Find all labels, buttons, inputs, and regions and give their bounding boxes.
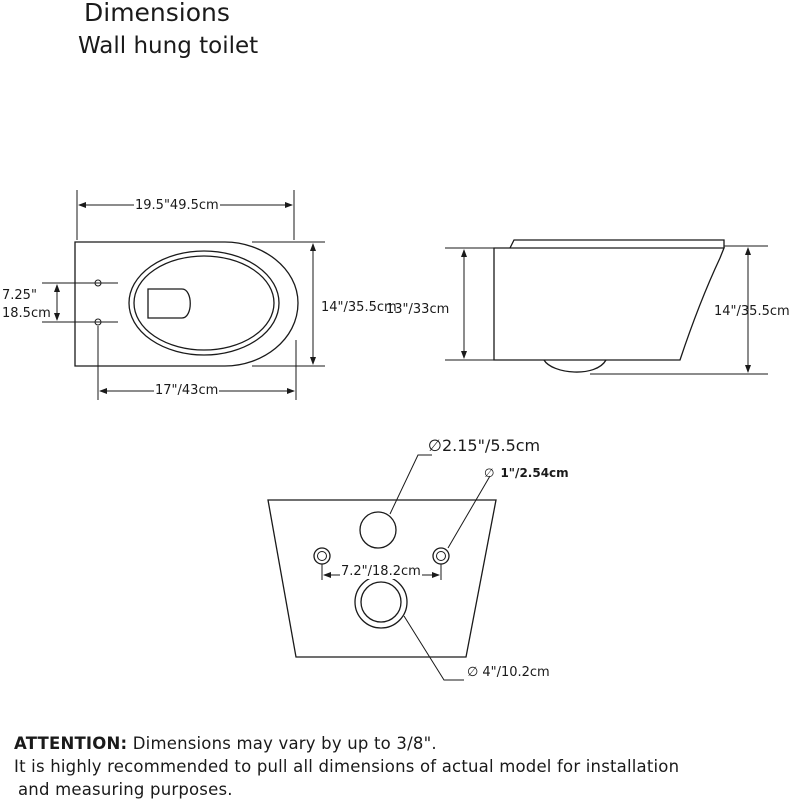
bolt-hole-left-inner (317, 551, 327, 561)
overall-length-label: 19.5"49.5cm (134, 198, 220, 213)
side-view-drawing (445, 239, 768, 375)
outlet-leader-line (403, 615, 464, 681)
bowl-length-label: 17"/43cm (154, 383, 220, 398)
bolt-spacing-cm-label: 18.5cm (2, 306, 51, 321)
toilet-side-body (493, 247, 725, 361)
rear-height-label: 14"/35.5cm (714, 304, 790, 319)
water-inlet-diameter-label: ∅2.15"/5.5cm (428, 436, 541, 455)
diameter-icon: ∅ (467, 665, 479, 680)
width-label: 14"/35.5cm (321, 300, 397, 315)
page-subtitle: Wall hung toilet (78, 33, 259, 59)
toilet-seat-oval (128, 250, 280, 356)
bolt-hole-left (313, 547, 331, 565)
toilet-side-outlet (543, 359, 607, 373)
outlet-hole-outer (354, 575, 408, 629)
attention-line-1: ATTENTION: Dimensions may vary by up to … (14, 734, 437, 753)
toilet-rear-outline (267, 499, 497, 658)
rear-view-drawing (267, 454, 497, 681)
attention-line-3: and measuring purposes. (18, 780, 233, 799)
toilet-side-lid (509, 239, 725, 249)
diameter-icon: ∅ (428, 436, 442, 455)
bolt-hole-right (432, 547, 450, 565)
inlet-leader-line (389, 454, 432, 515)
bolt-spacing-in-label: 7.25" (2, 288, 37, 303)
bolt-hole-right-inner (436, 551, 446, 561)
top-view-drawing (42, 190, 325, 400)
bolt-hole-leader-line (447, 475, 491, 549)
outlet-hole-inner (360, 581, 402, 623)
bowl-opening (147, 288, 191, 319)
diameter-icon: ∅ (484, 466, 495, 480)
outlet-diameter-label: ∅4"/10.2cm (467, 665, 550, 680)
attention-line-2: It is highly recommended to pull all dim… (14, 757, 680, 776)
bolt-hole-diameter-label: ∅1"/2.54cm (484, 466, 569, 480)
bolt-hole-spacing-label: 7.2"/18.2cm (340, 564, 422, 579)
front-height-label: 13"/33cm (386, 302, 450, 317)
page-title: Dimensions (84, 0, 230, 27)
water-inlet-hole (359, 511, 397, 549)
toilet-top-outline (74, 241, 299, 367)
attention-label: ATTENTION: (14, 734, 128, 753)
toilet-bowl-oval (133, 255, 275, 351)
